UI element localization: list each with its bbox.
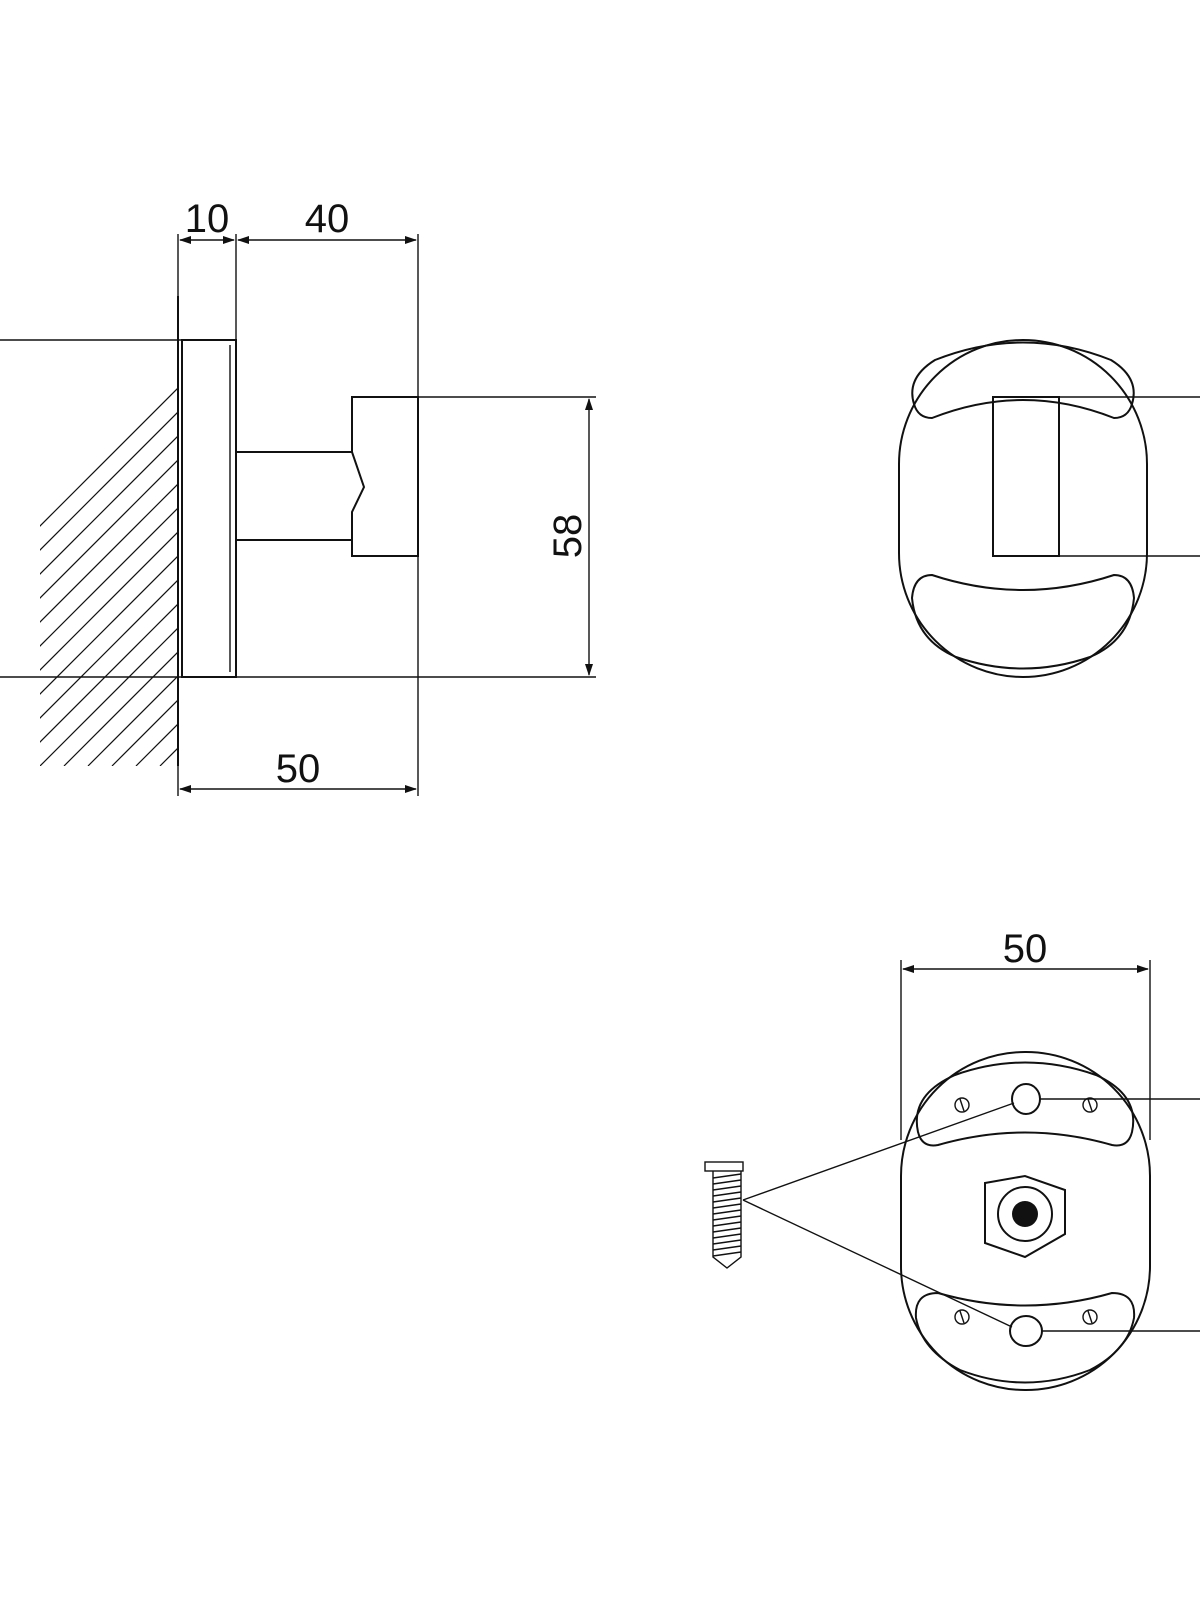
base-plate (181, 339, 237, 678)
hex-nut-ring (997, 1186, 1053, 1242)
hatch-line (472, 296, 942, 766)
front-view (898, 339, 1200, 678)
hatch-line (232, 296, 702, 766)
dim-label-height: 58 (546, 514, 590, 559)
hatch-line (688, 296, 1158, 766)
hatch-line (544, 296, 1014, 766)
front-hook-head (992, 396, 1060, 557)
leader-to-upper-hole (742, 1102, 1015, 1201)
screw-thread (712, 1197, 742, 1203)
hatch-line (40, 507, 178, 647)
screw-thread (712, 1173, 742, 1179)
hatch-line (208, 296, 678, 766)
screw-thread (712, 1227, 742, 1233)
hatch-line (40, 411, 178, 551)
wall-hatching (40, 296, 1200, 766)
dim-label-projection: 40 (305, 197, 350, 241)
front-outer-body (898, 339, 1148, 678)
hatch-line (376, 296, 846, 766)
screw-thread (712, 1185, 742, 1191)
dim-label-back-width: 50 (1003, 927, 1048, 971)
hook-stem (236, 451, 366, 541)
leader-to-lower-hole (742, 1199, 1013, 1328)
hatch-line (40, 603, 178, 743)
hatch-line (736, 296, 1200, 766)
hatch-line (135, 723, 178, 766)
screw-thread (712, 1215, 742, 1221)
hatch-line (448, 296, 918, 766)
screw-thread (712, 1179, 742, 1185)
hatch-line (40, 459, 178, 599)
hatch-line (40, 555, 178, 695)
screw-hole-upper (1011, 1083, 1041, 1115)
screw-thread (712, 1221, 742, 1227)
hatch-line (280, 296, 750, 766)
screw-hole-lower (1009, 1315, 1043, 1347)
mount-hole-upper-right (1082, 1097, 1098, 1113)
screw-thread (712, 1203, 742, 1209)
hatch-line (40, 435, 178, 575)
hatch-line (568, 296, 1038, 766)
hatch-line (592, 296, 1062, 766)
hatch-line (424, 296, 894, 766)
screw-thread (712, 1251, 742, 1257)
front-lower-slot (910, 573, 1136, 670)
hatch-line (616, 296, 1086, 766)
screw-thread (712, 1191, 742, 1197)
hatch-line (400, 296, 870, 766)
dim-label-total-depth: 50 (276, 747, 321, 791)
dim-label-base-thickness: 10 (185, 197, 230, 241)
mount-hole-lower-left (954, 1309, 970, 1325)
screw-thread (712, 1209, 742, 1215)
screw-thread (712, 1233, 742, 1239)
hatch-line (256, 296, 726, 766)
mount-hole-upper-left (954, 1097, 970, 1113)
hatch-line (40, 483, 178, 623)
back-upper-slot (915, 1061, 1135, 1147)
hatch-line (520, 296, 990, 766)
hook-head (351, 396, 419, 557)
hatch-line (304, 296, 774, 766)
side-view: 10 40 50 58 (0, 197, 1200, 796)
screw-thread (712, 1239, 742, 1245)
front-upper-slot (911, 341, 1135, 420)
mounting-screw (704, 1161, 744, 1269)
back-outer-body (900, 1051, 1151, 1391)
hatch-line (40, 627, 178, 766)
hex-nut (984, 1174, 1066, 1259)
back-lower-slot (914, 1291, 1136, 1384)
hex-nut-bore (1012, 1201, 1038, 1227)
mount-holes (954, 1097, 1098, 1325)
hatch-line (87, 675, 178, 766)
back-view: 50 (704, 927, 1200, 1391)
hatch-line (640, 296, 1110, 766)
mount-hole-lower-right (1082, 1309, 1098, 1325)
hatch-line (40, 579, 178, 719)
screw-thread (712, 1245, 742, 1251)
hatch-line (63, 651, 178, 766)
